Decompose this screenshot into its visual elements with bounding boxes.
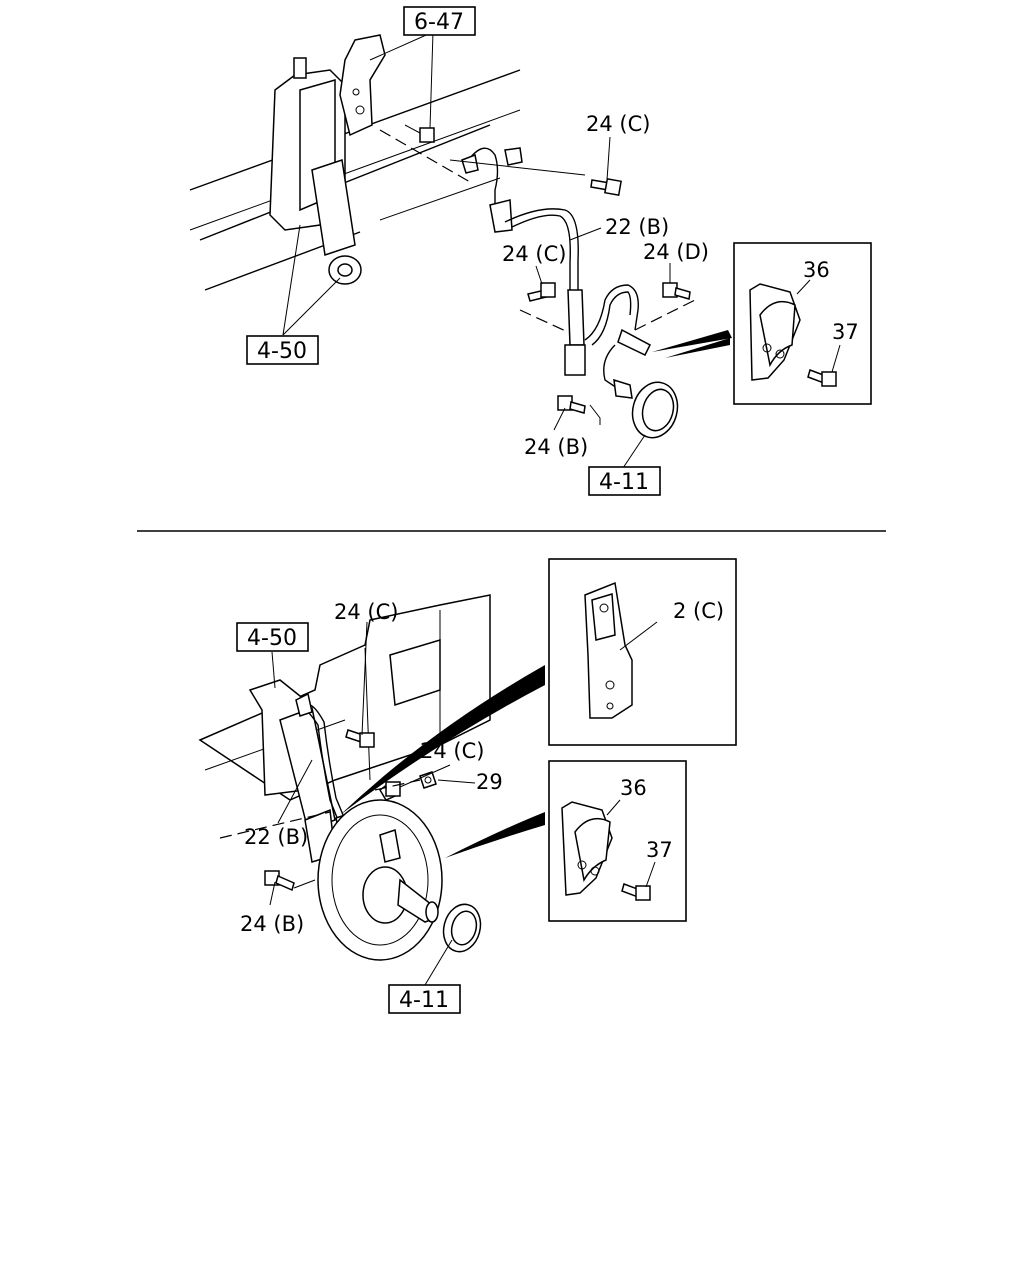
label-24c-bottom-b: 24 (C) bbox=[420, 739, 484, 763]
bolt-24c-lower-a bbox=[345, 729, 375, 748]
label-24b-bottom: 24 (B) bbox=[240, 912, 304, 936]
label-24d-top: 24 (D) bbox=[643, 240, 709, 264]
ref-box-4-11-bottom: 4-11 bbox=[388, 984, 461, 1014]
bolt-24b-lower bbox=[264, 870, 295, 892]
bolt-24d bbox=[662, 282, 691, 300]
ref-4-11-text: 4-11 bbox=[599, 470, 649, 495]
seal-ring-lower bbox=[442, 903, 482, 953]
label-37-top: 37 bbox=[832, 320, 859, 344]
ref-box-6-47-top: 6-47 bbox=[403, 6, 476, 36]
label-24c-top-a: 24 (C) bbox=[586, 112, 650, 136]
label-22b-top: 22 (B) bbox=[605, 215, 669, 239]
inset-clamp-lower bbox=[548, 760, 687, 922]
brake-hose bbox=[461, 147, 651, 399]
ref-4-50-lower-text: 4-50 bbox=[247, 626, 297, 651]
brake-disc bbox=[317, 799, 443, 961]
seal-ring bbox=[631, 381, 679, 439]
bolt-6-47 bbox=[404, 124, 435, 143]
label-24c-bottom-a: 24 (C) bbox=[334, 600, 398, 624]
ref-4-50-text: 4-50 bbox=[257, 339, 307, 364]
ref-box-4-50-top: 4-50 bbox=[246, 335, 319, 365]
ref-box-4-50-bottom: 4-50 bbox=[236, 622, 309, 652]
shock-absorber bbox=[269, 57, 362, 285]
label-36-top: 36 bbox=[803, 258, 830, 282]
label-36-bottom: 36 bbox=[620, 776, 647, 800]
ref-4-11-lower-text: 4-11 bbox=[399, 988, 449, 1013]
label-37-bottom: 37 bbox=[646, 838, 673, 862]
label-24b-top: 24 (B) bbox=[524, 435, 588, 459]
ref-box-4-11-top: 4-11 bbox=[588, 466, 661, 496]
bolt-24c-lower bbox=[527, 282, 556, 302]
ref-6-47-text: 6-47 bbox=[414, 10, 464, 35]
top-assembly bbox=[189, 31, 732, 469]
top-inset-clamp bbox=[733, 242, 872, 405]
label-29: 29 bbox=[476, 770, 503, 794]
bolt-24b bbox=[557, 395, 586, 414]
label-24c-top-b: 24 (C) bbox=[502, 242, 566, 266]
label-22b-bottom: 22 (B) bbox=[244, 825, 308, 849]
bolt-24c-upper bbox=[590, 178, 622, 196]
bottom-assembly bbox=[198, 594, 545, 986]
inset-bracket bbox=[548, 558, 737, 746]
label-2c: 2 (C) bbox=[673, 599, 724, 623]
frame-bracket bbox=[339, 34, 386, 137]
